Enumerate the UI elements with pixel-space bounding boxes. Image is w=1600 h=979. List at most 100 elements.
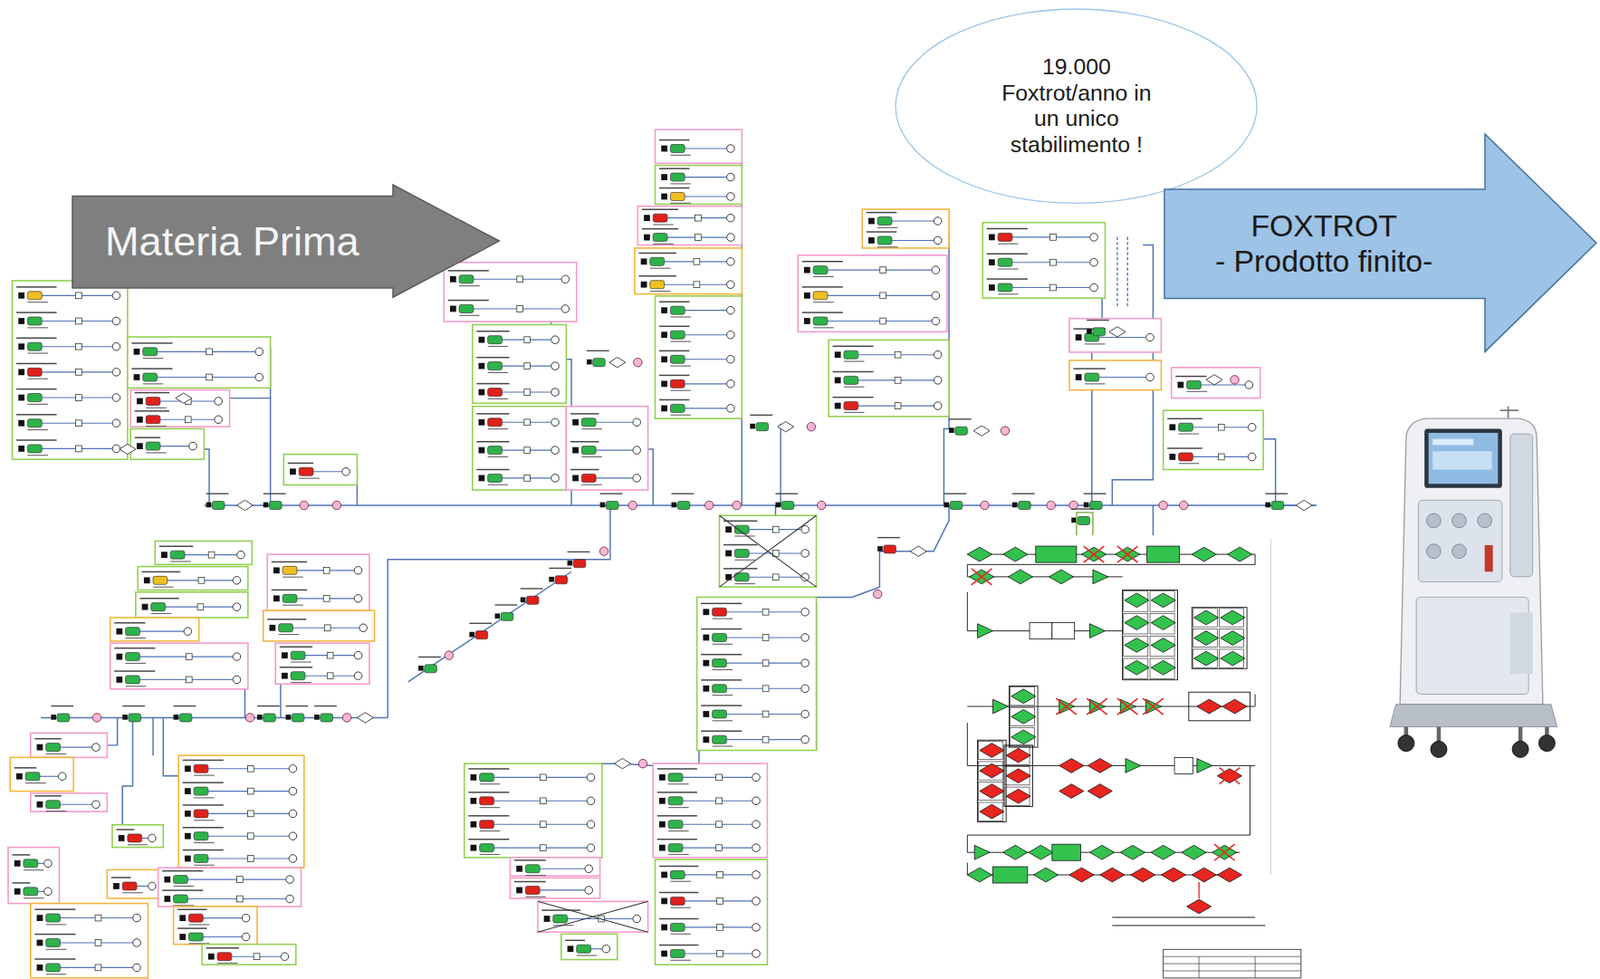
tiny-text-mark (712, 669, 734, 671)
tiny-text-mark (1178, 462, 1200, 464)
decision-diamond (967, 867, 992, 882)
flow-line (967, 722, 1256, 766)
tiny-text-mark (671, 492, 695, 494)
tiny-text-mark (193, 775, 215, 777)
inventory-symbol (539, 844, 547, 852)
inventory-symbol (76, 317, 83, 325)
stock-symbol (112, 291, 121, 300)
process-symbol (278, 623, 294, 633)
operator-symbol (834, 377, 842, 384)
process-symbol (650, 257, 665, 266)
process-wire (684, 147, 727, 149)
stock-symbol (1247, 452, 1256, 461)
tiny-text-mark (193, 842, 215, 844)
process-symbol (27, 419, 42, 428)
process-group (275, 642, 370, 684)
tiny-text-mark (1175, 375, 1207, 377)
stock-symbol (1090, 258, 1099, 267)
tiny-text-mark (282, 576, 304, 578)
stock-symbol (148, 881, 157, 891)
process-wire (595, 450, 633, 451)
tiny-text-mark (418, 656, 441, 658)
process-symbol (122, 881, 137, 891)
process-symbol (173, 894, 189, 903)
tiny-text-mark (143, 383, 164, 384)
decision-diamond (1087, 758, 1112, 774)
process-symbol (193, 764, 209, 773)
step-triangle (992, 699, 1008, 714)
process-symbol (46, 913, 61, 922)
stock-symbol (933, 402, 942, 411)
tiny-text-mark (173, 885, 195, 887)
decision-diamond (979, 743, 1005, 758)
inventory-symbol (716, 797, 723, 805)
tiny-text-mark (700, 730, 742, 732)
tiny-text-mark (1083, 492, 1107, 494)
stock-symbol (586, 820, 595, 829)
buffer-symbol (638, 758, 647, 767)
stock-symbol (288, 832, 298, 841)
tiny-text-mark (997, 293, 1019, 295)
tiny-text-mark (206, 947, 240, 949)
operator-symbol (641, 281, 648, 288)
process-symbol (670, 948, 685, 958)
step-frame (1122, 590, 1179, 681)
operator-symbol (257, 714, 263, 720)
operator-symbol (136, 398, 144, 405)
tiny-text-mark (314, 705, 337, 707)
inventory-symbol (894, 402, 901, 410)
machine-pump (1426, 513, 1441, 528)
operator-symbol (661, 306, 668, 314)
operator-symbol (208, 953, 215, 960)
process-symbol (23, 887, 39, 896)
tiny-text-mark (145, 425, 167, 427)
tiny-text-mark (125, 685, 147, 687)
inventory-symbol (716, 821, 723, 828)
tiny-text-mark (468, 838, 509, 840)
process-group (112, 824, 163, 848)
tiny-text-mark (188, 923, 210, 925)
operator-symbol (1012, 502, 1018, 508)
operator-symbol (495, 613, 501, 619)
tiny-text-mark (668, 830, 690, 832)
tiny-text-mark (641, 209, 679, 211)
process-symbol (488, 418, 503, 427)
tiny-text-mark (282, 604, 304, 606)
process-symbol (27, 342, 42, 351)
tiny-text-mark (986, 277, 1028, 279)
inventory-symbol (95, 914, 102, 921)
tiny-text-mark (46, 753, 68, 755)
inventory-symbol (762, 634, 769, 642)
tiny-text-mark (650, 268, 671, 269)
tiny-text-mark (659, 301, 690, 303)
machine-screen-detail (1432, 439, 1474, 446)
process-symbol (298, 467, 314, 476)
machine-detail (1485, 545, 1494, 572)
process-symbol (756, 422, 769, 432)
operator-symbol (804, 292, 811, 299)
process-symbol (46, 743, 61, 752)
operator-symbol (286, 714, 292, 720)
process-symbol (576, 944, 592, 953)
process-symbol (670, 144, 685, 154)
tiny-text-mark (670, 340, 691, 342)
tiny-text-mark (877, 536, 901, 538)
cancel-cross (537, 900, 649, 932)
operator-symbol (725, 550, 732, 557)
operator-symbol (479, 447, 486, 454)
tiny-text-mark (670, 154, 691, 156)
decision-diamond (1150, 844, 1176, 860)
process-wire (139, 631, 183, 633)
tiny-text-mark (142, 571, 182, 573)
process-symbol (27, 393, 42, 403)
tiny-text-mark (734, 559, 756, 561)
tiny-text-mark (287, 462, 314, 464)
tiny-text-mark (712, 694, 734, 696)
operator-symbol (659, 774, 666, 781)
operator-symbol (520, 596, 527, 603)
stock-symbol (933, 376, 942, 385)
decision-diamond (1150, 593, 1176, 608)
operator-symbol (18, 394, 25, 402)
inventory-symbol (95, 939, 102, 947)
tiny-text-mark (34, 958, 76, 959)
